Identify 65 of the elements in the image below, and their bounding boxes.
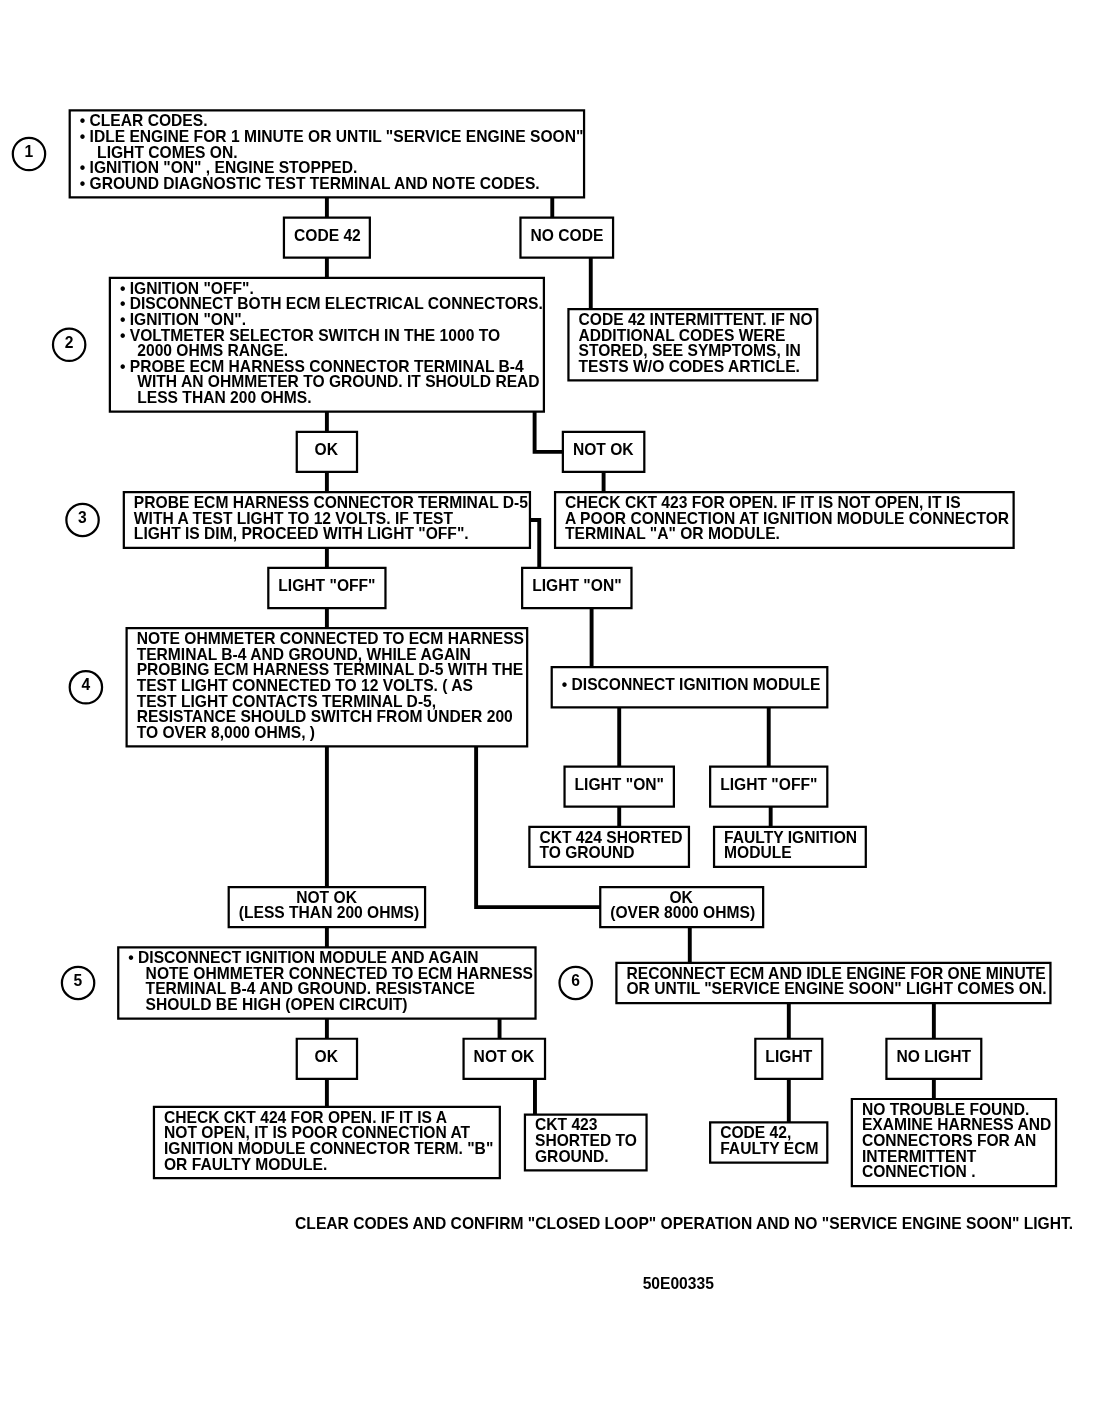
connector bbox=[324, 548, 329, 568]
node-circle: 4 bbox=[68, 670, 104, 705]
node-circle: 1 bbox=[11, 136, 47, 172]
node-box: OK bbox=[295, 430, 359, 474]
node-box: CHECK CKT 423 FOR OPEN. IF IT IS NOT OPEN, IT IS A POOR CONNECTION AT IGNITION MODULE CONNECTOR TERMINAL "A" OR MODULE. bbox=[553, 490, 1015, 549]
connector bbox=[931, 1003, 936, 1039]
connector bbox=[533, 1079, 537, 1115]
connector bbox=[786, 1003, 791, 1039]
connector bbox=[324, 746, 329, 887]
node-box: RECONNECT ECM AND IDLE ENGINE FOR ONE MINUTE OR UNTIL "SERVICE ENGINE SOON" LIGHT COMES ON. bbox=[615, 961, 1052, 1005]
node-box: CODE 42 bbox=[282, 216, 371, 259]
node-circle: 6 bbox=[558, 965, 593, 1001]
connector bbox=[588, 257, 593, 309]
connector bbox=[589, 608, 594, 667]
node-box: LIGHT bbox=[754, 1037, 824, 1081]
node-box: • CLEAR CODES. • IDLE ENGINE FOR 1 MINUTE OR UNTIL "SERVICE ENGINE SOON" LIGHT COMES ON. • IGNITION "ON" , ENGINE STOPPED. • GROUND DIAGNOSTIC TEST TERMINAL AND NOTE CODES. bbox=[68, 109, 586, 199]
connector bbox=[497, 1018, 502, 1039]
node-circle: 3 bbox=[65, 502, 100, 538]
connector bbox=[532, 412, 563, 454]
node-box: OK (OVER 8000 OHMS) bbox=[599, 885, 765, 929]
node-box: • IGNITION "OFF". • DISCONNECT BOTH ECM ELECTRICAL CONNECTORS. • IGNITION "ON". • VOLTMETER SELECTOR SWITCH IN THE 1000 TO 2000 OHMS RANGE. • PROBE ECM HARNESS CONNECTOR TERMINAL B-4 WITH AN OHMMETER TO GROUND. IT SHOULD READ LESS THAN 200 OHMS. bbox=[108, 276, 545, 413]
node-box: NOT OK bbox=[561, 430, 646, 474]
node-box: NOT OK bbox=[462, 1037, 547, 1081]
node-box: LIGHT "OFF" bbox=[267, 566, 387, 610]
connector bbox=[550, 197, 555, 218]
connector bbox=[617, 807, 622, 827]
connector bbox=[601, 472, 606, 492]
node-box: LIGHT "ON" bbox=[521, 566, 633, 610]
node-box: NOT OK (LESS THAN 200 OHMS) bbox=[227, 885, 427, 929]
connector bbox=[530, 518, 542, 568]
node-box: NOTE OHMMETER CONNECTED TO ECM HARNESS TERMINAL B-4 AND GROUND, WHILE AGAIN PROBING ECM HARNESS TERMINAL D-5 WITH THE TEST LIGHT CONNECTED TO 12 VOLTS. ( AS TEST LIGHT CONTACTS TERMINAL D-5, RESISTANCE SHOULD SWITCH FROM UNDER 200 TO OVER 8,000 OHMS, ) bbox=[125, 627, 529, 748]
connector bbox=[766, 707, 771, 767]
node-box: NO CODE bbox=[519, 216, 615, 259]
node-box: • DISCONNECT IGNITION MODULE bbox=[550, 666, 829, 709]
connector bbox=[474, 746, 601, 910]
node-box: FAULTY IGNITION MODULE bbox=[712, 825, 867, 869]
connector bbox=[324, 608, 329, 628]
connector bbox=[324, 412, 329, 432]
connector bbox=[617, 707, 622, 767]
connector bbox=[324, 197, 329, 218]
node-box: CKT 424 SHORTED TO GROUND bbox=[528, 825, 691, 869]
node-box: CODE 42, FAULTY ECM bbox=[709, 1121, 829, 1164]
node-box: CHECK CKT 424 FOR OPEN. IF IT IS A NOT OPEN, IT IS POOR CONNECTION AT IGNITION MODULE CONNECTOR TERM. "B" OR FAULTY MODULE. bbox=[152, 1105, 501, 1180]
connector bbox=[687, 927, 692, 963]
node-box: NO LIGHT bbox=[885, 1037, 983, 1081]
node-box: NO TROUBLE FOUND. EXAMINE HARNESS AND CONNECTORS FOR AN INTERMITTENT CONNECTION . bbox=[850, 1097, 1058, 1188]
label: 50E00335 bbox=[642, 1275, 714, 1293]
connector bbox=[324, 472, 329, 492]
node-box: PROBE ECM HARNESS CONNECTOR TERMINAL D-5 WITH A TEST LIGHT TO 12 VOLTS. IF TEST LIGHT IS DIM, PROCEED WITH LIGHT "OFF". bbox=[122, 490, 532, 549]
connector bbox=[324, 1079, 329, 1107]
node-circle: 5 bbox=[60, 965, 96, 1001]
connector bbox=[324, 927, 329, 948]
connector bbox=[324, 257, 329, 278]
node-box: LIGHT "OFF" bbox=[709, 765, 829, 808]
node-circle: 2 bbox=[51, 327, 87, 363]
connector bbox=[768, 807, 773, 827]
label: CLEAR CODES AND CONFIRM "CLOSED LOOP" OPERATION AND NO "SERVICE ENGINE SOON" LIGHT. bbox=[295, 1215, 1074, 1233]
node-box: CKT 423 SHORTED TO GROUND. bbox=[523, 1113, 648, 1172]
node-box: LIGHT "ON" bbox=[563, 765, 675, 808]
connector bbox=[786, 1079, 791, 1123]
node-box: CODE 42 INTERMITTENT. IF NO ADDITIONAL CODES WERE STORED, SEE SYMPTOMS, IN TESTS W/O CODES ARTICLE. bbox=[567, 307, 819, 382]
node-box: OK bbox=[295, 1037, 359, 1081]
connector bbox=[931, 1079, 936, 1099]
node-box: • DISCONNECT IGNITION MODULE AND AGAIN NOTE OHMMETER CONNECTED TO ECM HARNESS TERMINAL B-4 AND GROUND. RESISTANCE SHOULD BE HIGH (OPEN CIRCUIT) bbox=[117, 946, 537, 1020]
connector bbox=[324, 1018, 329, 1039]
